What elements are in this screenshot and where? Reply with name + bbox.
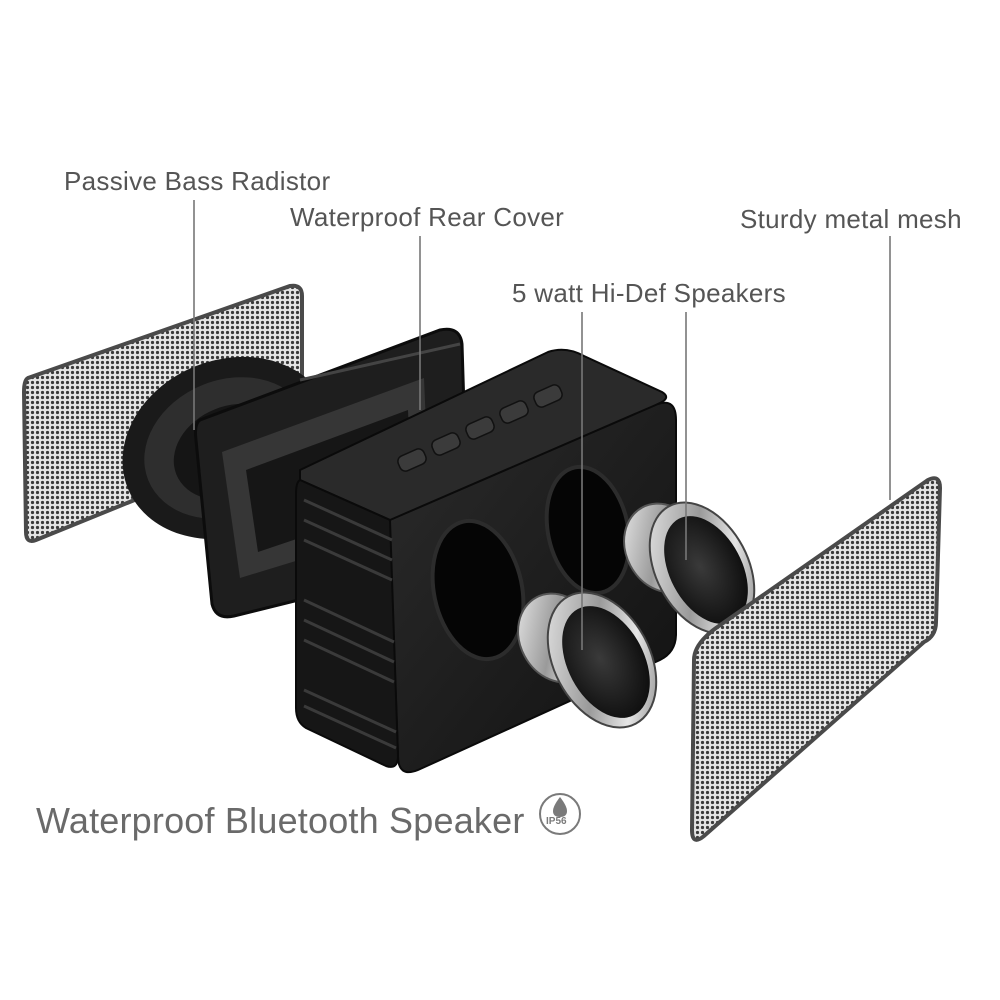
label-rear-cover: Waterproof Rear Cover (290, 202, 565, 232)
ip56-badge (539, 793, 581, 835)
label-metal-mesh: Sturdy metal mesh (740, 204, 962, 234)
label-passive-bass: Passive Bass Radistor (64, 166, 331, 196)
water-drop-icon (553, 797, 567, 817)
leader-lines (193, 200, 891, 650)
speaker-driver-rear (623, 501, 756, 635)
ip56-badge-text: IP56 (546, 816, 567, 827)
speaker-driver-front (517, 591, 658, 729)
product-title: Waterproof Bluetooth Speaker (36, 800, 525, 841)
label-speakers: 5 watt Hi-Def Speakers (512, 278, 786, 308)
right-mesh-grille (689, 476, 943, 842)
